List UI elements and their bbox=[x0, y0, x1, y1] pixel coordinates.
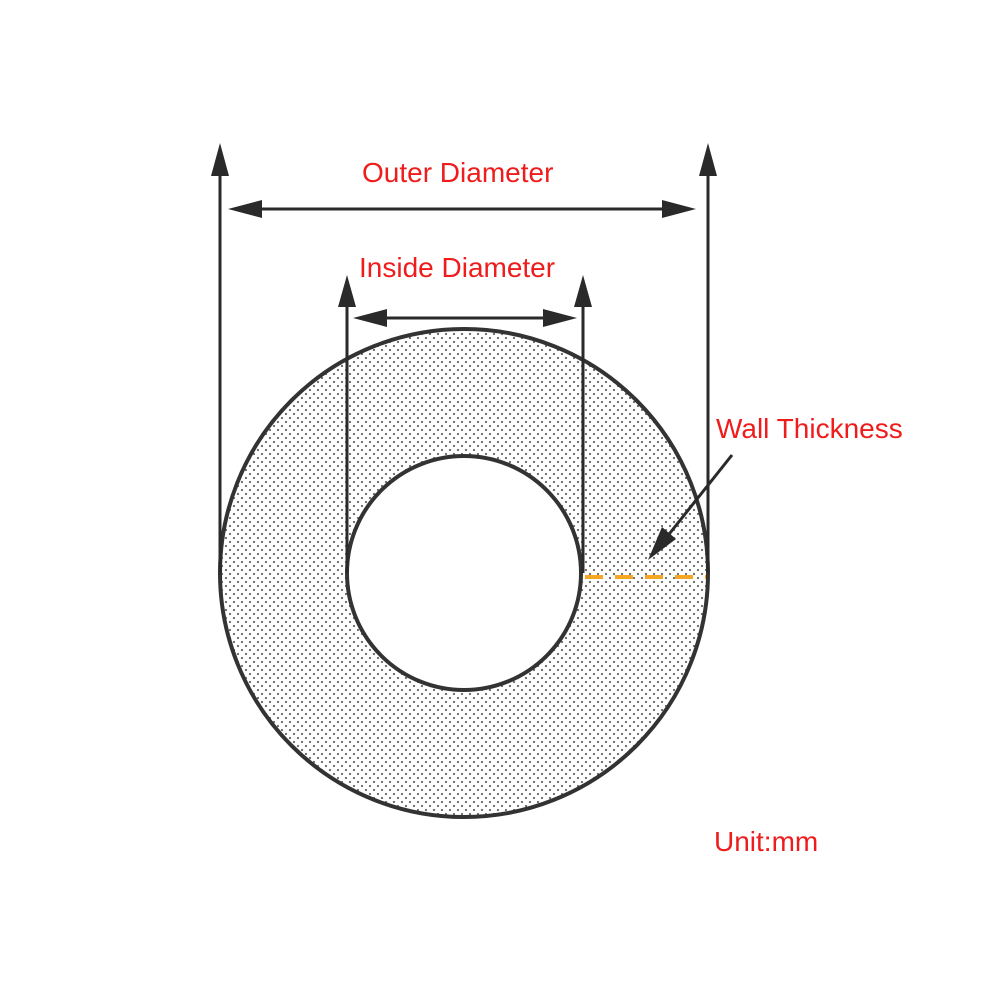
triangle-arrowhead-icon bbox=[699, 143, 717, 176]
triangle-arrowhead-icon bbox=[648, 527, 676, 560]
triangle-arrowhead-icon bbox=[338, 275, 356, 307]
triangle-arrowhead-icon bbox=[228, 200, 262, 218]
inner-bore bbox=[347, 456, 581, 690]
triangle-arrowhead-icon bbox=[662, 200, 696, 218]
unit-label: Unit:mm bbox=[714, 826, 819, 857]
wall-thickness-indicator bbox=[585, 454, 734, 579]
wall-thickness-leader-line bbox=[664, 454, 734, 539]
triangle-arrowhead-icon bbox=[353, 309, 387, 327]
outer-diameter-label: Outer Diameter bbox=[362, 157, 554, 188]
tube-ring bbox=[218, 327, 710, 819]
inside-diameter-dimension bbox=[338, 275, 592, 573]
triangle-arrowhead-icon bbox=[574, 275, 592, 307]
inside-diameter-label: Inside Diameter bbox=[359, 252, 556, 283]
outer-diameter-dimension bbox=[211, 143, 717, 573]
wall-thickness-label: Wall Thickness bbox=[716, 413, 903, 444]
triangle-arrowhead-icon bbox=[211, 143, 229, 176]
triangle-arrowhead-icon bbox=[543, 309, 577, 327]
